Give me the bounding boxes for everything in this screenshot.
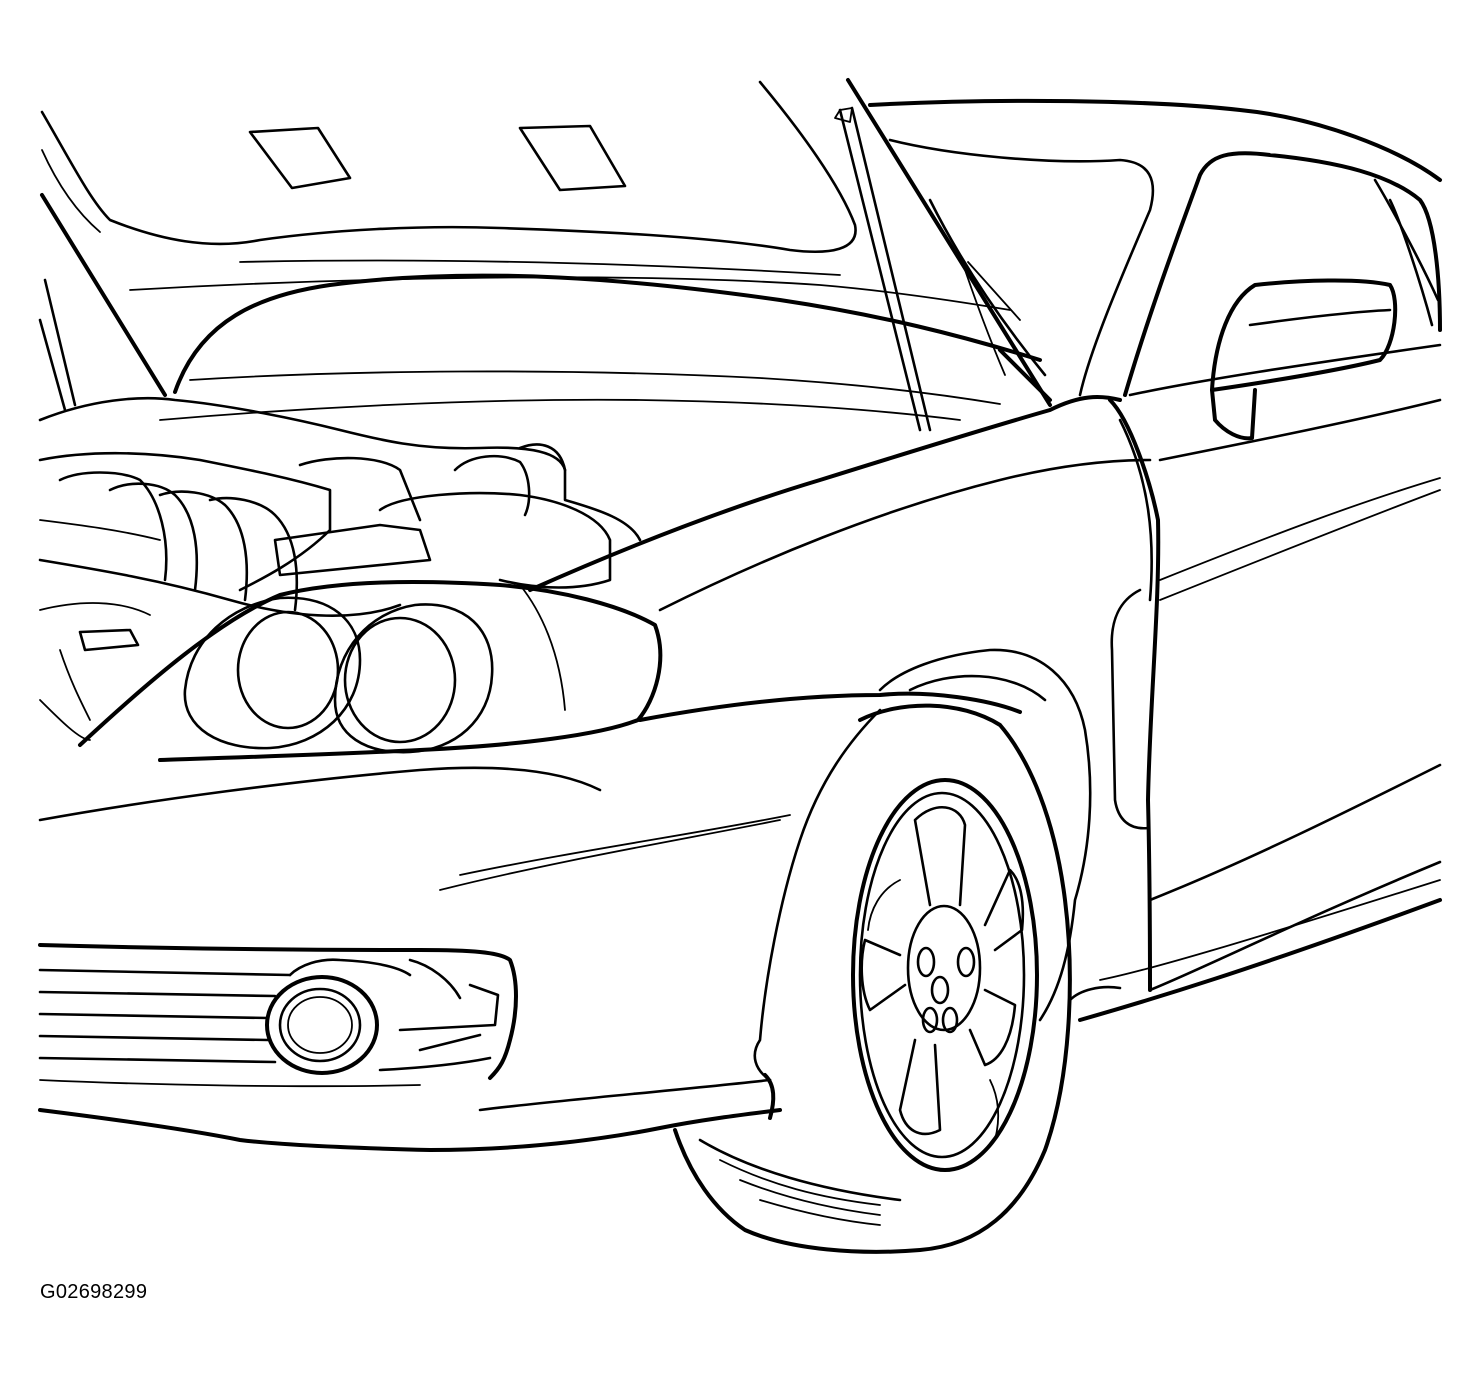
side-mirror [1210,278,1398,441]
hood-strut-right [834,78,1052,432]
side-window [1123,151,1442,397]
figure-code: G02698299 [40,1281,148,1303]
hood-strut-left [38,193,167,412]
headlight [78,580,663,762]
windshield [868,98,1442,397]
rocker-panel [1068,879,1441,1002]
front-bumper [38,943,518,1088]
hood-pad-left [248,126,352,190]
door-side [1078,398,1442,1022]
engine-bay [38,396,642,741]
front-body [38,348,1152,1152]
hood-underside [40,80,1042,421]
hood-pad-right [518,124,627,192]
fog-light [265,975,379,1075]
front-wheel [673,703,1072,1254]
